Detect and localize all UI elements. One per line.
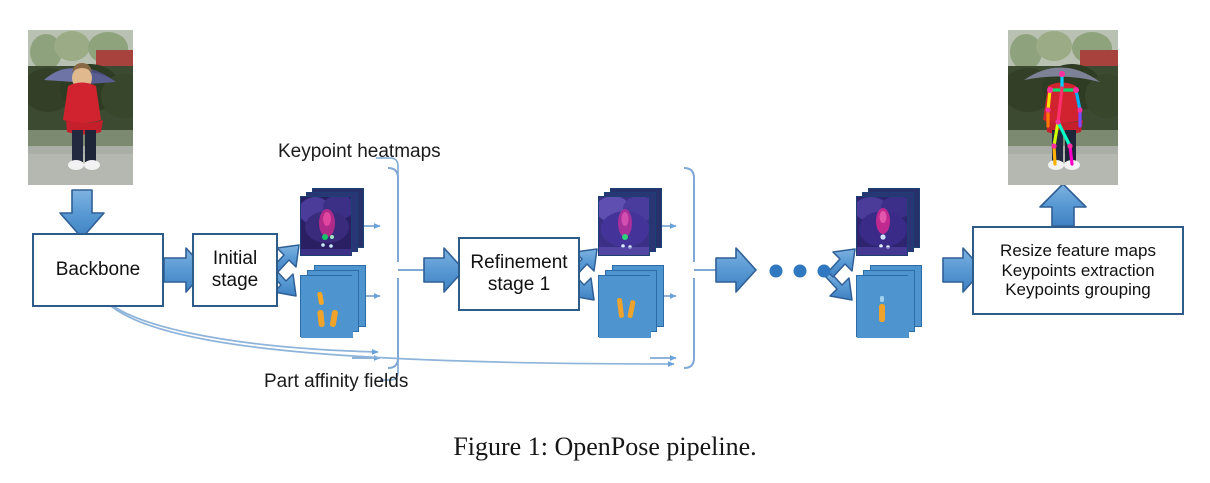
heatmap-sheet-front	[856, 196, 908, 256]
block-refinement-line-0: Refinement	[470, 251, 568, 273]
stack-final-pafs	[856, 265, 922, 341]
bracket-stage2-outputs	[683, 167, 716, 369]
heatmap-sheet-front	[598, 196, 650, 256]
block-initial-stage-line-0: Initial	[212, 247, 258, 269]
stack-stage1-heatmaps	[300, 188, 364, 260]
ellipsis-dots	[769, 264, 831, 278]
bracket-stage1-outputs	[387, 167, 424, 369]
paf-sheet-front	[598, 275, 651, 338]
arrow-input-to-backbone	[59, 189, 105, 239]
stack-final-heatmaps	[856, 188, 920, 260]
block-initial-stage-line-1: stage	[211, 270, 259, 291]
stack-stage2-pafs	[598, 265, 664, 341]
heatmap-sheet-front	[300, 196, 352, 256]
paf-sheet-front	[856, 275, 909, 338]
label-part-affinity-fields: Part affinity fields	[264, 371, 409, 392]
block-backbone[interactable]: Backbone	[32, 233, 164, 307]
block-postprocessing[interactable]: Resize feature maps Keypoints extraction…	[972, 226, 1184, 315]
output-image	[1008, 30, 1118, 185]
figure-caption: Figure 1: OpenPose pipeline.	[453, 432, 757, 461]
arrows-final-branch	[824, 248, 856, 301]
block-postprocessing-line-2: Keypoints grouping	[1005, 280, 1151, 300]
skip-connections-from-backbone	[97, 291, 675, 367]
block-refinement-stage-1[interactable]: Refinement stage 1	[458, 237, 580, 311]
input-image	[28, 30, 133, 185]
block-backbone-line-0: Backbone	[55, 258, 141, 280]
stack-stage2-heatmaps	[598, 188, 662, 260]
arrow-postprocessing-to-output	[1039, 183, 1087, 227]
block-refinement-line-1: stage 1	[487, 274, 551, 295]
label-keypoint-heatmaps: Keypoint heatmaps	[278, 141, 441, 162]
paf-sheet-front	[300, 275, 353, 338]
stack-stage1-pafs	[300, 265, 366, 341]
block-postprocessing-line-0: Resize feature maps	[1000, 240, 1156, 260]
block-postprocessing-line-1: Keypoints extraction	[1001, 260, 1155, 280]
block-initial-stage[interactable]: Initial stage	[192, 233, 278, 307]
arrow-to-next-stages	[715, 247, 757, 293]
